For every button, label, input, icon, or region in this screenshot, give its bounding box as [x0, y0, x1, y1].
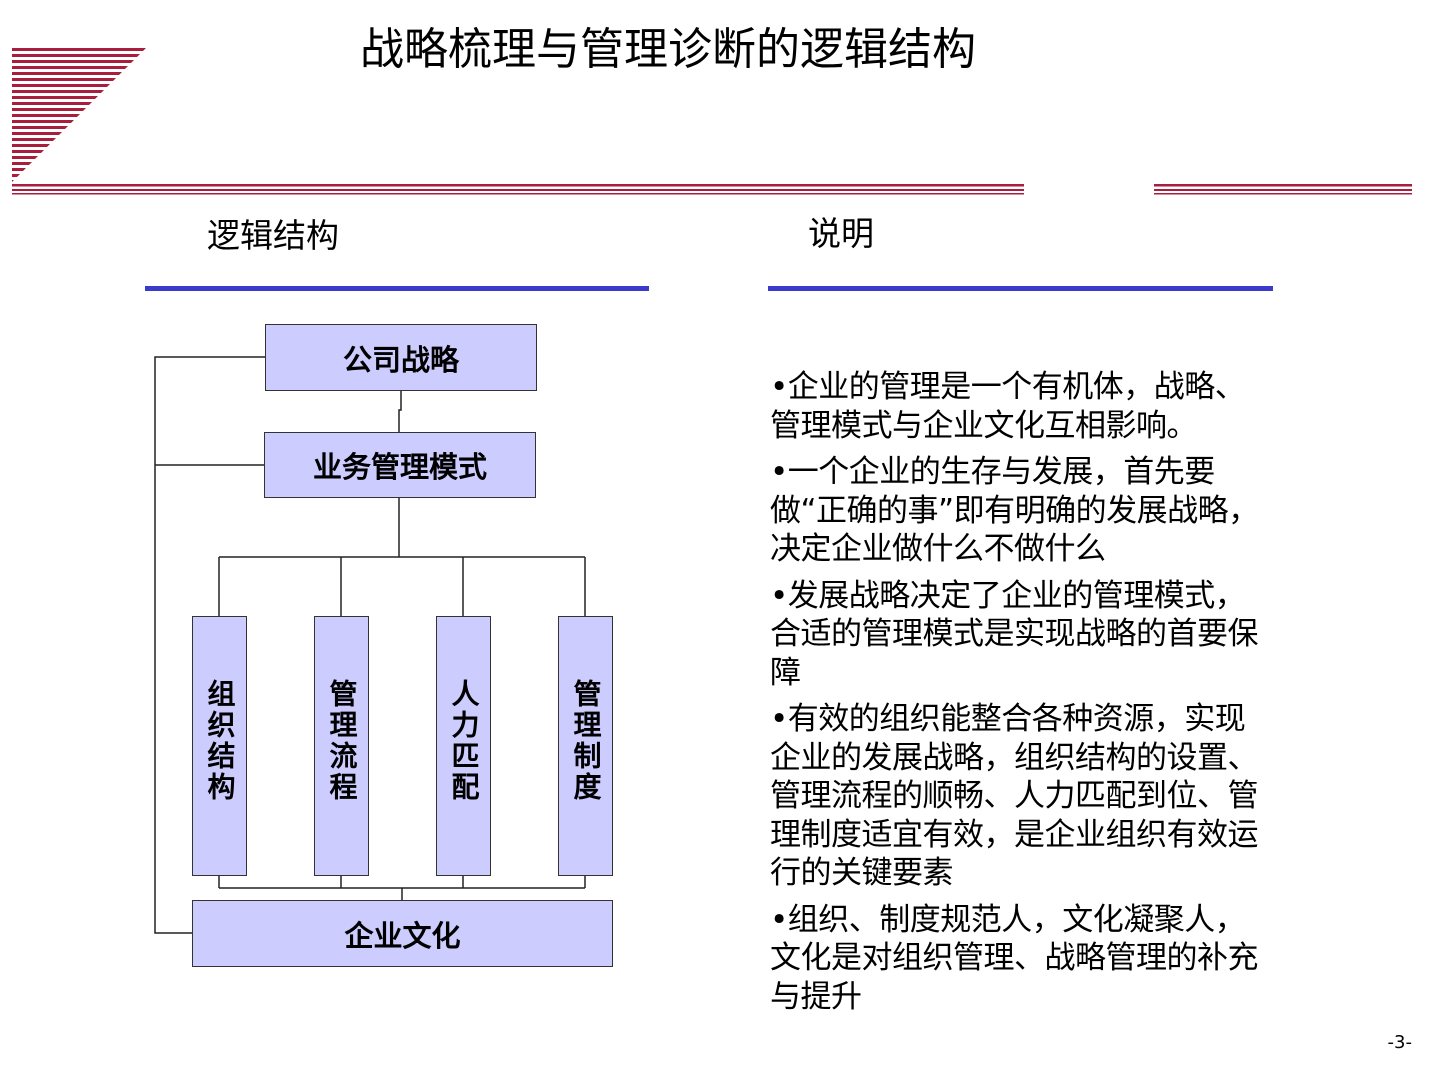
pillar-management-system: 管理制度: [558, 616, 613, 876]
header-stripes-decoration: [12, 48, 1412, 195]
corporate-culture-box: 企业文化: [192, 900, 613, 967]
note-item: •企业的管理是一个有机体，战略、管理模式与企业文化互相影响。: [770, 369, 1246, 444]
note-item: •有效的组织能整合各种资源，实现企业的发展战略，组织结构的设置、管理流程的顺畅、…: [770, 701, 1259, 891]
page-number: -3-: [1387, 1032, 1412, 1053]
note-item: •组织、制度规范人，文化凝聚人，文化是对组织管理、战略管理的补充与提升: [770, 901, 1259, 1015]
pillar-label: 人力匹配: [447, 679, 481, 803]
pillar-label: 管理流程: [325, 679, 359, 803]
company-strategy-box: 公司战略: [265, 324, 537, 391]
page-title: 战略梳理与管理诊断的逻辑结构: [360, 24, 976, 75]
pillar-org-structure: 组织结构: [192, 616, 247, 876]
pillar-label: 管理制度: [569, 679, 603, 803]
pillar-hr-matching: 人力匹配: [436, 616, 491, 876]
left-section-rule: [145, 286, 649, 291]
note-item: •一个企业的生存与发展，首先要做“正确的事”即有明确的发展战略，决定企业做什么不…: [770, 454, 1259, 567]
business-management-mode-box: 业务管理模式: [264, 432, 536, 498]
right-section-rule: [768, 286, 1273, 291]
explanation-notes: •企业的管理是一个有机体，战略、管理模式与企业文化互相影响。 •一个企业的生存与…: [770, 368, 1260, 1024]
left-section-heading: 逻辑结构: [207, 216, 339, 255]
right-section-heading: 说明: [808, 214, 874, 253]
pillar-management-process: 管理流程: [314, 616, 369, 876]
note-item: •发展战略决定了企业的管理模式，合适的管理模式是实现战略的首要保障: [770, 577, 1259, 691]
pillar-label: 组织结构: [203, 679, 237, 803]
